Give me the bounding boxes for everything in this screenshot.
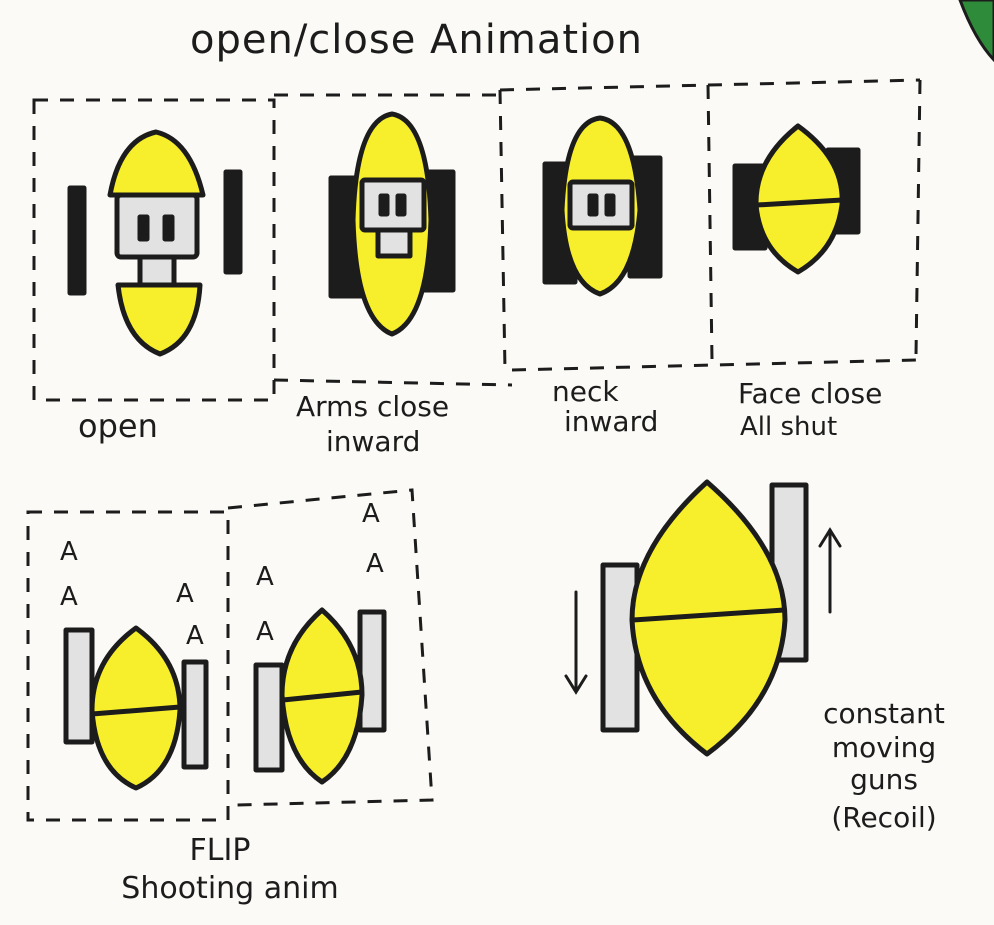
frame-label-neck-line2: inward xyxy=(564,405,659,438)
arrow-down-icon xyxy=(564,674,588,695)
face-seam xyxy=(632,607,785,623)
bullet-glyph: A xyxy=(256,617,274,647)
frame-divider xyxy=(914,79,922,356)
corner-decoration xyxy=(958,0,994,63)
recoil-label-line2: moving xyxy=(831,731,937,764)
body-lemon xyxy=(753,123,845,275)
neck xyxy=(137,254,177,288)
gun-left xyxy=(63,627,95,745)
frame-label-face-line1: Face close xyxy=(738,377,883,410)
recoil-label-line3: guns xyxy=(850,763,918,796)
eye xyxy=(604,193,616,217)
gun-left xyxy=(600,562,640,733)
face-box xyxy=(359,177,427,233)
bullet-glyph: A xyxy=(366,549,384,579)
recoil-label-line1: constant xyxy=(823,697,945,730)
frame-divider xyxy=(706,84,714,361)
flip-frame-left-border xyxy=(26,510,230,822)
arrow-up-icon xyxy=(818,527,842,548)
frame-label-face-line2: All shut xyxy=(740,412,838,442)
frame-divider xyxy=(498,89,507,371)
frame-divider xyxy=(499,78,921,92)
eye xyxy=(162,214,175,242)
neck xyxy=(375,227,413,259)
frame-open-border xyxy=(32,98,276,402)
frame-label-open: open xyxy=(78,407,158,445)
eye xyxy=(378,193,390,217)
bullet-glyph: A xyxy=(60,582,78,612)
gun-right xyxy=(181,659,209,770)
page-title: open/close Animation xyxy=(190,17,643,63)
frame-divider xyxy=(273,378,513,387)
bullet-glyph: A xyxy=(362,499,380,529)
head-top xyxy=(107,129,206,198)
bullet-glyph: A xyxy=(186,621,204,651)
gun-right xyxy=(357,609,387,733)
eye xyxy=(587,193,599,217)
head-bottom xyxy=(115,282,203,357)
flip-frame-right-border xyxy=(227,488,434,807)
bullet-glyph: A xyxy=(176,579,194,609)
bullet-glyph: A xyxy=(60,537,78,567)
eye xyxy=(137,214,150,242)
frame-label-arms-line1: Arms close xyxy=(296,390,450,423)
face-box xyxy=(567,179,635,231)
face-seam xyxy=(282,689,363,703)
recoil-label-line4: (Recoil) xyxy=(831,801,937,834)
arm-right xyxy=(223,169,243,275)
gun-left xyxy=(253,662,285,773)
body-lemon xyxy=(629,479,788,757)
face-seam xyxy=(91,704,181,717)
frame-divider xyxy=(511,358,917,372)
face-seam xyxy=(756,197,843,208)
frame-label-neck-line1: neck xyxy=(552,375,619,408)
bullet-glyph: A xyxy=(256,562,274,592)
face-box xyxy=(114,192,200,260)
flip-label-line2: Shooting anim xyxy=(121,871,339,906)
arm-left xyxy=(67,185,87,296)
frame-label-arms-line2: inward xyxy=(326,425,421,458)
flip-label-line1: FLIP xyxy=(189,833,251,868)
eye xyxy=(395,193,407,217)
